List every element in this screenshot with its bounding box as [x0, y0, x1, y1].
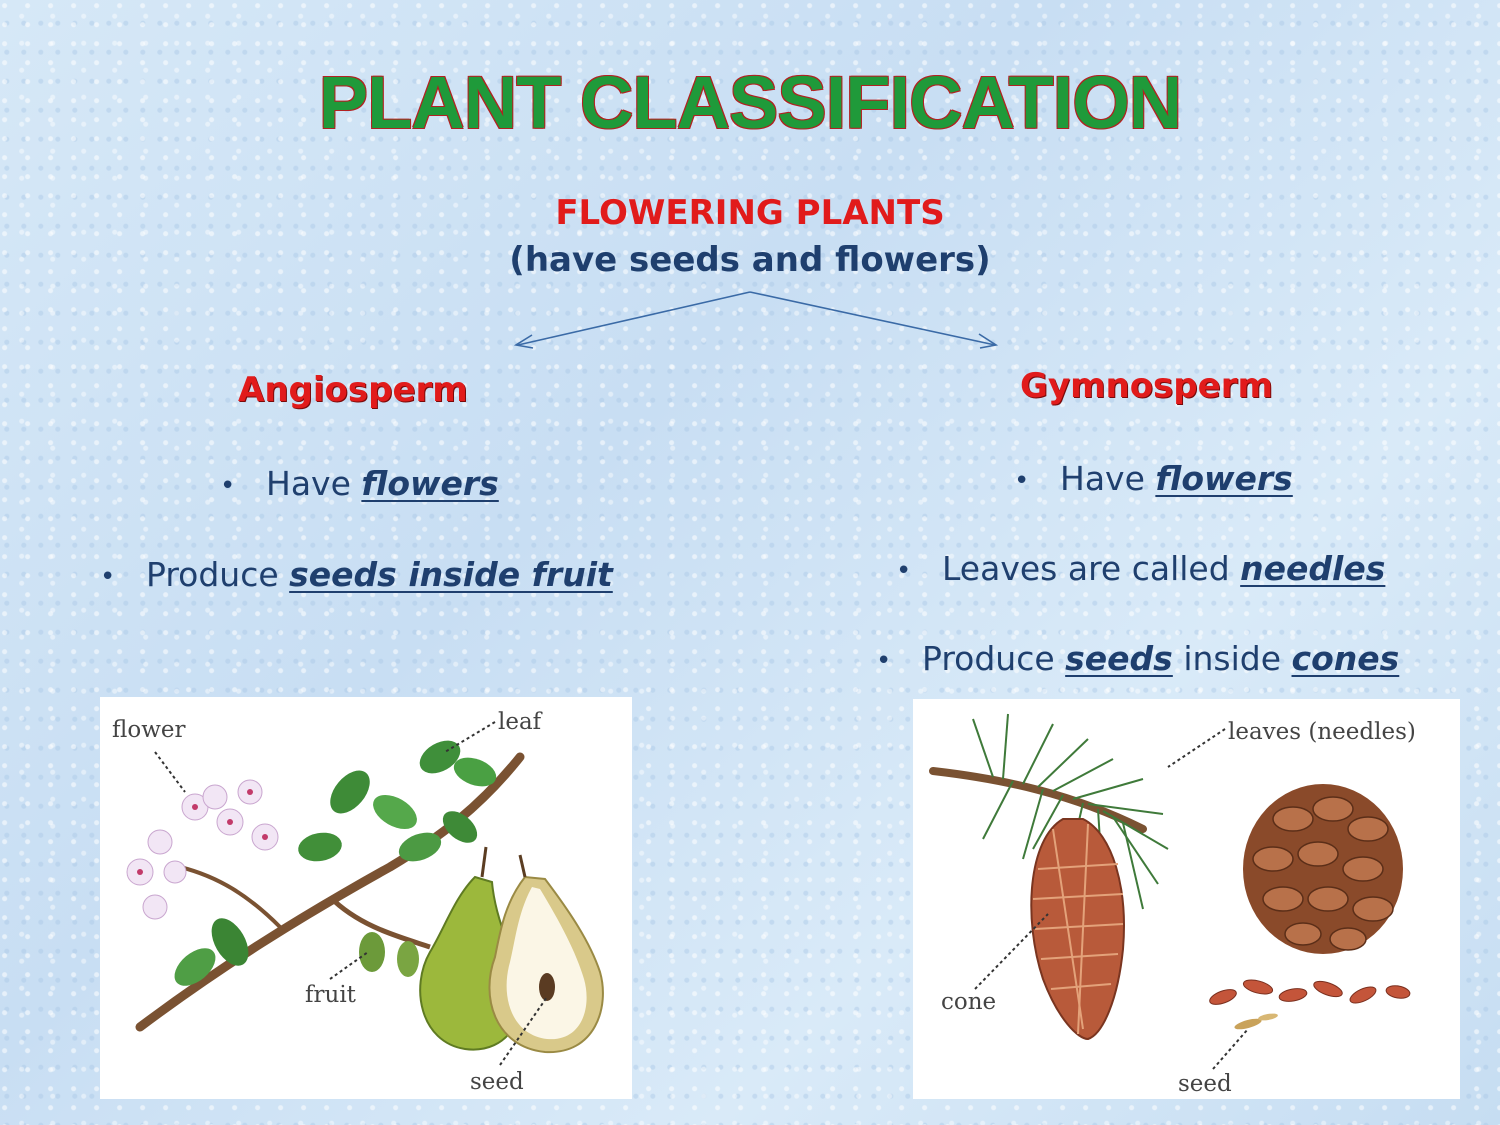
root-category-subtitle: (have seeds and flowers)	[509, 240, 991, 280]
bullet-text: Produce	[922, 639, 1066, 678]
angiosperm-bullet-seeds: • Produce seeds inside fruit	[100, 555, 613, 594]
label-seed: seed	[1178, 1071, 1232, 1097]
bullet-emphasis: needles	[1240, 549, 1386, 588]
gymnosperm-bullet-cones: • Produce seeds inside cones	[876, 639, 1399, 678]
label-fruit: fruit	[305, 982, 356, 1008]
bullet-glyph: •	[100, 561, 116, 592]
bullet-glyph: •	[1014, 465, 1030, 496]
gymnosperm-bullet-needles: • Leaves are called needles	[896, 549, 1385, 588]
bullet-glyph: •	[896, 555, 912, 586]
page-title: PLANT CLASSIFICATION	[318, 61, 1182, 144]
pine-cone-illustration: leaves (needles) cone seed	[913, 699, 1460, 1099]
bullet-emphasis: flowers	[361, 464, 499, 503]
angiosperm-heading: Angiosperm	[238, 370, 468, 410]
bullet-text: Have	[1060, 459, 1156, 498]
gymnosperm-heading: Gymnosperm	[1020, 366, 1273, 406]
bullet-glyph: •	[220, 470, 236, 501]
bullet-emphasis: flowers	[1155, 459, 1293, 498]
root-category-title: FLOWERING PLANTS	[555, 193, 945, 233]
label-cone: cone	[941, 989, 997, 1015]
bullet-emphasis: cones	[1291, 639, 1400, 678]
label-seed: seed	[470, 1069, 524, 1095]
gymnosperm-bullet-flowers: • Have flowers	[1014, 459, 1293, 498]
bullet-text: inside	[1172, 639, 1292, 678]
bullet-text: Have	[266, 464, 362, 503]
bullet-text: Leaves are called	[942, 549, 1241, 588]
pear-branch-illustration: flower leaf fruit seed	[100, 697, 632, 1099]
branch-arrows	[513, 291, 999, 349]
bullet-text: Produce	[146, 555, 290, 594]
label-leaves-needles: leaves (needles)	[1228, 719, 1416, 745]
label-flower: flower	[112, 717, 186, 743]
bullet-glyph: •	[876, 645, 892, 676]
pine-cone-drawing	[929, 713, 1411, 1070]
pear-branch-drawing	[126, 721, 604, 1066]
angiosperm-bullet-flowers: • Have flowers	[220, 464, 499, 503]
bullet-emphasis: seeds inside fruit	[289, 555, 613, 594]
bullet-emphasis: seeds	[1065, 639, 1173, 678]
label-leaf: leaf	[498, 709, 542, 735]
